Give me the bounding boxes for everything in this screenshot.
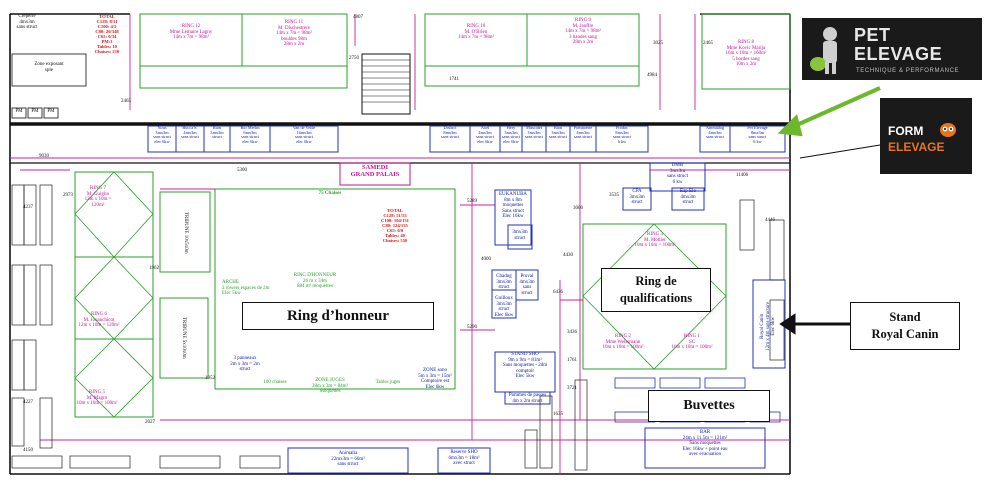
ring-7-label: RING 7 M. Guiglio 12m x 10m = 120m²	[84, 186, 112, 208]
dim-label: 11406	[735, 173, 749, 178]
ring-11-label: RING 11 M. Dischestrere 14m x 7m = 98m² …	[276, 20, 312, 47]
ring-3-label: RING 3 M. Mottier 10m x 10m = 100m²	[634, 232, 676, 248]
dim-label: 5289	[467, 199, 477, 204]
dim-label: 6436	[553, 290, 563, 295]
tables-juges: Tables juges	[375, 380, 401, 385]
stand-axel: Axel 4mx3m sans struct elec 6kw	[475, 125, 495, 145]
dim-label: 4430	[563, 253, 573, 258]
dim-label: 3436	[567, 330, 577, 335]
stand-hery: Hery 3mx3m sans struct elec 6kw	[501, 125, 521, 145]
dim-label: 1741	[449, 77, 459, 82]
callout-ring-qualifications: Ring de qualifications	[601, 268, 711, 312]
tribune-1: TRIBUNE 10x5x0m	[182, 211, 188, 254]
dim-label: 1952	[205, 376, 215, 381]
chadog-stand: Chadog 3mx3m struct	[496, 274, 512, 290]
arche-label: ARCHE 2 rowers espaces de 2m Elec 5kw	[222, 280, 270, 296]
seventy-five-chaises: 75 Chaises	[318, 191, 342, 196]
dim-label: 3000	[573, 206, 583, 211]
stand-3x3: 3mx3m struct	[512, 230, 528, 241]
dim-label: 4150	[23, 448, 33, 453]
zone-exposant: Zone exposant sple	[34, 62, 64, 73]
ring-6-label: RING 6 M. Jouanchicot 12m x 10m = 120m²	[78, 312, 120, 328]
stand-prodac: Prodac 8mx3m sans struct 6 kw	[612, 125, 632, 145]
pet-elevage-logo: PET ELEVAGE TECHNIQUE & PERFORMANCE	[802, 18, 982, 80]
creperie-stand: Créperie 4mx3m sans struct	[16, 14, 38, 30]
zone-juges: ZONE JUGES 28m x 3m = 84m² Moquettes	[312, 378, 348, 394]
pommes-stand: Pommes de passes 4m x 2m struct	[508, 393, 547, 404]
stand-bucca: Bucca S. 4mx3m sans struct	[180, 125, 200, 140]
ring-5-label: RING 5 M. Magro 10m x 10m = 100m²	[76, 390, 118, 406]
pm-label-1: PM	[15, 109, 23, 114]
dim-label: 3535	[609, 193, 619, 198]
panneaux-label: 3 panneaux 2m x 3m = 2m struct	[230, 356, 260, 372]
dim-label: 1635	[553, 412, 563, 417]
dim-label: 5300	[237, 168, 247, 173]
dmb-stand: DMB 3mx3m sans struct 6 kw	[667, 163, 688, 185]
form-elevage-line1: FORM	[888, 124, 924, 138]
dim-label: 4000	[481, 257, 491, 262]
stand-district: District 8mx3m sans struct	[440, 125, 460, 140]
dim-label: 4446	[765, 218, 775, 223]
stand-van-de-velde: Van de Velde 14mx3m sans struct elec 6kw	[292, 125, 316, 145]
bar-stand: BAR 24m x 11.5m = 121m² Sans moquettes E…	[682, 430, 728, 457]
cent-chaises: 100 chaises	[263, 380, 287, 385]
dim-label: 5290	[467, 325, 477, 330]
pm-label-3: PM	[47, 109, 55, 114]
dim-label: 2465	[703, 41, 713, 46]
ring-10-label: RING 10 M. O'Brien 14m x 7m = 98m²	[458, 24, 494, 40]
dim-label: 4807	[353, 15, 363, 20]
dim-label: 3025	[653, 41, 663, 46]
proval-stand: Proval 4mx3m sans struct	[519, 274, 535, 296]
dim-label: 9030	[39, 154, 49, 159]
ring-9-label: RING 9 M. Jauffre 14m x 7m = 98m² 3 band…	[565, 18, 601, 45]
animalia-stand: Animalia 22mx3m = 66m² sans struct	[331, 451, 365, 467]
center-totals: TOTAL C128: 51/53 C100: 104/131 C80: 124…	[381, 208, 409, 244]
cpa-stand: CPA 3mx3m struct	[629, 189, 645, 205]
dim-label: 2973	[63, 193, 73, 198]
form-elevage-logo: FORM ELEVAGE	[880, 98, 972, 174]
pm-label-2: PM	[31, 109, 39, 114]
callout-ring-honneur: Ring d’honneur	[242, 302, 434, 330]
stand-pet-elevage: Pet Elevage 8mx3m sans struct 6 kw	[747, 125, 768, 145]
top-left-totals: TOTAL C128: 8/11 C100: 4/5 C80: 20/348 C…	[94, 14, 120, 55]
stand-animadog: Animadog 4mx3m sans struct	[705, 125, 725, 140]
dim-label: 2027	[145, 420, 155, 425]
stand-sho: STAND SHO 9m x 9m = 81m² Sans moquettes …	[502, 352, 548, 379]
stand-bion: Bion 3mx3m sans struct	[548, 125, 568, 140]
royal-canin-plan-stand: Royal Canin 12m x 4m sans structure Elec…	[759, 301, 776, 351]
dim-label: 4227	[23, 400, 33, 405]
pet-elevage-wordmark: PET ELEVAGE	[854, 25, 943, 64]
dim-label: 1962	[149, 266, 159, 271]
stand-rion: Rion 3mx3m struct	[210, 125, 224, 140]
ring-12-label: RING 12 Mme Lemaire Lagny 14m x 7m = 98m…	[169, 24, 213, 40]
owl-icon	[940, 123, 956, 137]
stand-nous: Nous 3mx3m sans struct elec 6kw	[152, 125, 172, 145]
ring-8-label: RING 8 Mme Kovic Marija 16m x 10m = 160m…	[725, 40, 767, 67]
stand-pomnoerie: Pomnoerie 4mx3m sans struct	[573, 125, 593, 140]
form-elevage-line2: ELEVAGE	[888, 140, 945, 154]
stand-muscidet: Muscidet 3mx3m sans struct	[524, 125, 544, 140]
pet-elevage-tagline: TECHNIQUE & PERFORMANCE	[856, 68, 960, 74]
tribune-2: TRIBUNE 5x10x0m	[180, 316, 186, 359]
ring-honneur-details: RING D'HONNEUR 26 m x 34m 884 m² moquett…	[293, 273, 337, 289]
eap-elo-stand: Eap Elo 4mx3m struct	[680, 189, 696, 205]
callout-stand-royal-canin: Stand Royal Canin	[850, 302, 960, 350]
dim-label: 4237	[23, 205, 33, 210]
ring-2-label: RING 2 Mme Weissmann 10m x 10m = 100m²	[602, 334, 644, 350]
ring-1-label: RING 1 SC 10m x 10m = 100m²	[671, 334, 713, 350]
zone-sono: ZONE sono 5m x 3m = 15m² Comptoire est E…	[418, 368, 452, 390]
samedi-label: SAMEDI GRAND PALAIS	[350, 164, 400, 179]
dim-label: 1761	[567, 358, 577, 363]
guilloux-stand: Guilloux 3mx3m struct Elec 6kw	[494, 296, 514, 318]
dim-label: 3721	[567, 386, 577, 391]
reserve-sho: Reserve SHO 6mx3m = 18m² avec struct	[448, 450, 480, 466]
eukanuba-stand: EUKANUBA 8m x 8m moquettes Sans struct E…	[498, 192, 528, 219]
callout-buvettes: Buvettes	[648, 390, 770, 422]
dog-silhouette-icon	[810, 27, 837, 74]
dim-label: 4984	[647, 73, 657, 78]
dim-label: 2750	[349, 56, 359, 61]
stand-bio-merlin: Bio Merlin 6mx3m sans struct elec 6kw	[240, 125, 260, 145]
dim-label: 2465	[121, 99, 131, 104]
